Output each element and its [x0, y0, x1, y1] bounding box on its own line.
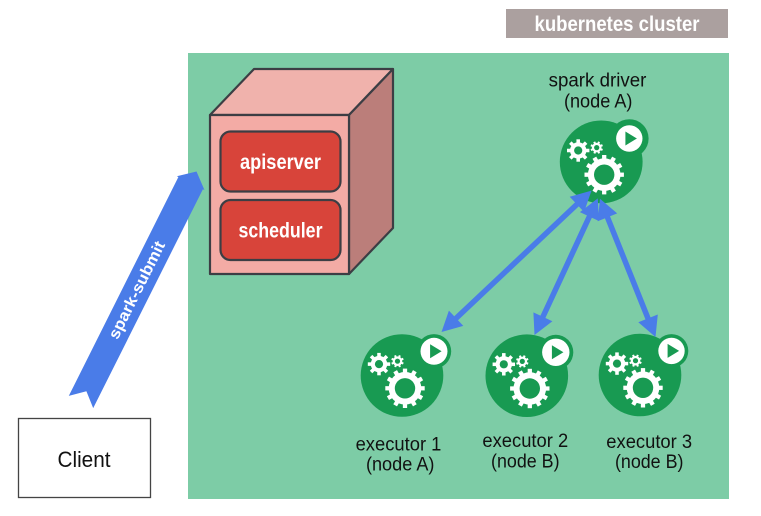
- svg-text:spark driver: spark driver: [549, 70, 647, 91]
- svg-text:(node A): (node A): [366, 455, 435, 476]
- svg-text:scheduler: scheduler: [239, 220, 323, 243]
- svg-text:(node A): (node A): [564, 92, 633, 113]
- svg-text:(node B): (node B): [615, 452, 684, 473]
- svg-text:executor 3: executor 3: [606, 432, 692, 453]
- svg-text:executor 1: executor 1: [356, 434, 442, 455]
- svg-text:apiserver: apiserver: [240, 151, 321, 174]
- svg-text:executor 2: executor 2: [482, 431, 568, 452]
- svg-text:(node B): (node B): [491, 451, 560, 472]
- svg-text:kubernetes cluster: kubernetes cluster: [535, 13, 700, 36]
- svg-text:Client: Client: [58, 447, 111, 472]
